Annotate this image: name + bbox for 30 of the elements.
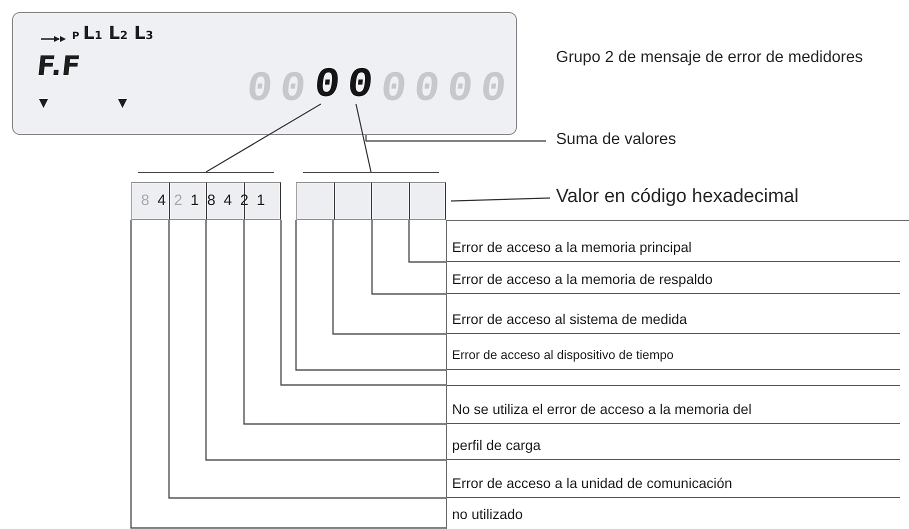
error-description: perfil de carga <box>452 438 541 453</box>
leader-line <box>206 103 322 173</box>
leader-line <box>450 197 550 202</box>
leader-line <box>295 220 446 371</box>
display-indicator: F.F <box>36 53 82 80</box>
error-description: Error de acceso a la unidad de comunicación <box>452 476 732 491</box>
leader-line <box>365 135 546 142</box>
annotation-text: Suma de valores <box>556 131 676 150</box>
display-digit: 0 <box>310 67 344 105</box>
caption-text: Grupo 2 de mensaje de error de medidores <box>556 48 864 68</box>
error-description: Error de acceso al dispositivo de tiempo <box>452 349 674 363</box>
leader-line <box>168 220 446 499</box>
display-indicator: P <box>72 32 80 42</box>
leader-line <box>408 220 446 263</box>
description-row <box>446 385 900 424</box>
error-description: no utilizado <box>452 506 523 522</box>
error-description: Error de acceso a la memoria de respaldo <box>452 272 713 287</box>
leader-line <box>332 220 446 335</box>
error-description: No se utiliza el error de acceso a la memoria del <box>452 402 752 417</box>
leader-line <box>371 220 446 295</box>
leader-line <box>355 104 372 172</box>
leader-line <box>130 220 446 529</box>
error-description: Error de acceso al sistema de medida <box>452 312 687 327</box>
display-digit: 0 <box>343 67 377 105</box>
leader-line <box>280 220 446 386</box>
error-description: Error de acceso a la memoria principal <box>452 240 692 255</box>
leader-line <box>205 220 446 461</box>
lcd-display <box>12 12 517 135</box>
leader-line <box>243 220 446 425</box>
annotation-text: Valor en código hexadecimal <box>556 186 799 208</box>
